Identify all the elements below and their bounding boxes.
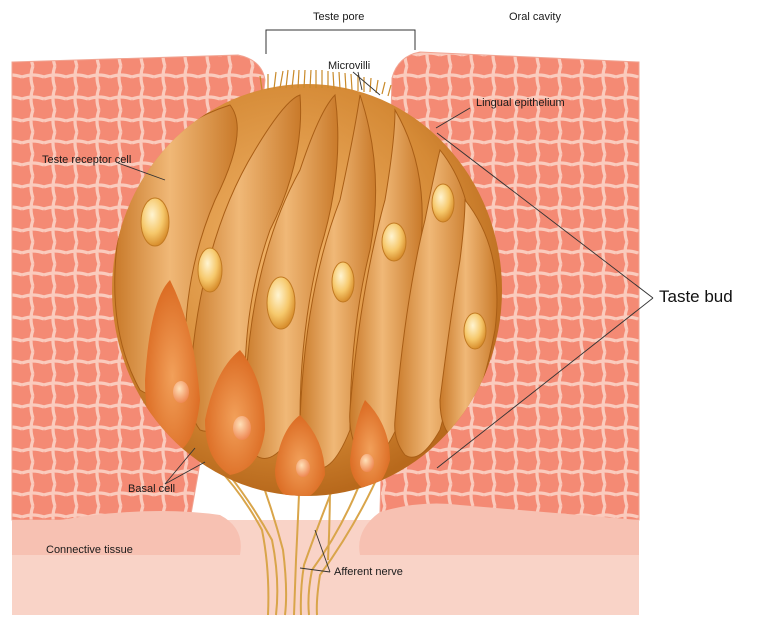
oral-cavity-label: Oral cavity [509,12,561,23]
connective-tissue-label: Connective tissue [46,545,133,556]
taste-bud-label: Taste bud [659,288,733,305]
taste-receptor-cell-label: Teste receptor cell [42,155,131,166]
microvilli-label: Microvilli [328,61,370,72]
basal-cell-label: Basal cell [128,484,175,495]
lingual-epithelium-label: Lingual epithelium [476,98,565,109]
taste-pore-bracket [266,30,415,54]
afferent-nerve-label: Afferent nerve [334,567,403,578]
taste-pore-label: Teste pore [313,12,364,23]
